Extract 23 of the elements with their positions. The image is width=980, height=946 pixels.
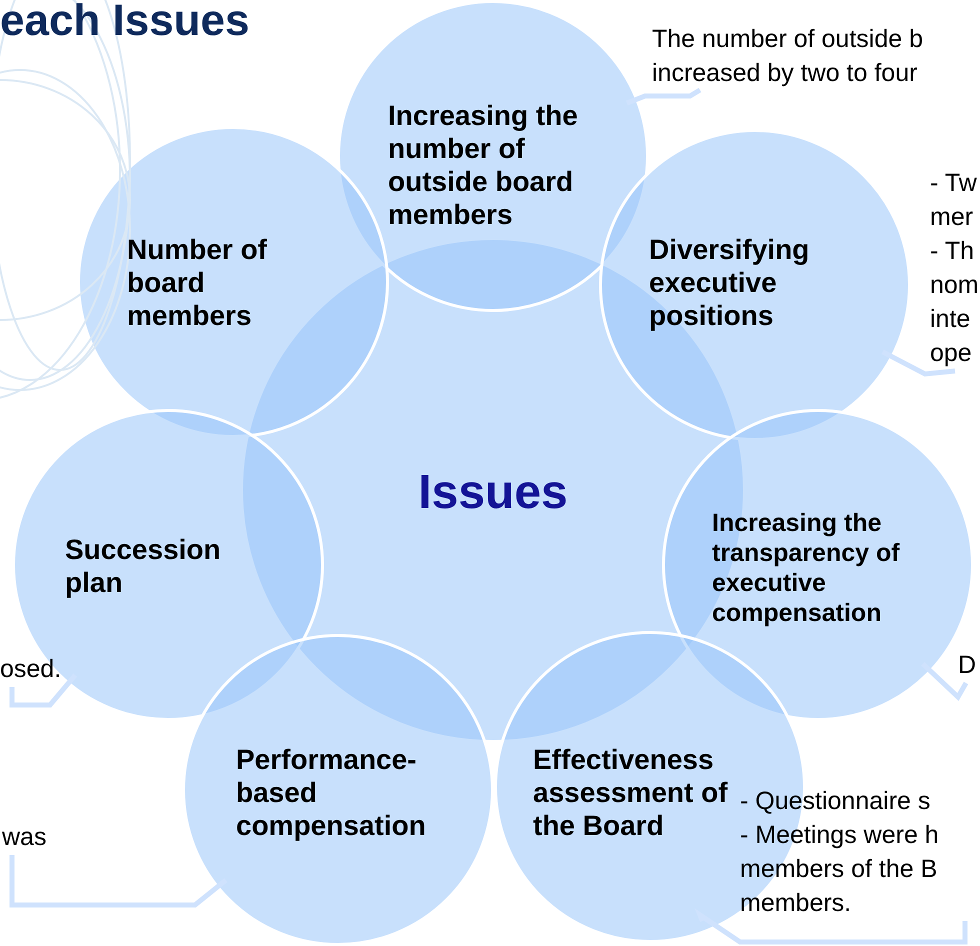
circle-label: Performance-based compensation <box>236 743 427 842</box>
callout-text: - Meetings were h members of the B members. <box>740 820 940 919</box>
center-label: Issues <box>417 465 569 521</box>
circle-label: Increasing the number of outside board members <box>388 99 579 231</box>
callout-text: - Tw mer <box>930 168 978 233</box>
callout-text: The number of outside b increased by two to four <box>652 24 924 89</box>
leader-line <box>10 855 228 908</box>
leader-line <box>10 673 78 708</box>
leader-line <box>694 908 968 944</box>
circle-label: Succession plan <box>65 533 222 599</box>
leader-line <box>626 88 702 106</box>
circle-label: Increasing the transparency of executive compensation <box>712 508 901 628</box>
leader-line <box>921 662 968 701</box>
circle-label: Number of board members <box>127 233 268 332</box>
title: each Issues <box>0 0 250 46</box>
callout-text: D <box>958 650 978 681</box>
callout-text: - Questionnaire s <box>740 786 932 817</box>
circle-label: Effectiveness assessment of the Board <box>533 743 729 842</box>
callout-text: osed. <box>0 654 62 685</box>
callout-text: was <box>2 822 48 853</box>
leader-line <box>881 350 956 377</box>
circle-label: Diversifying executive positions <box>649 233 810 332</box>
callout-text: - Th nom inte ope <box>930 236 980 369</box>
